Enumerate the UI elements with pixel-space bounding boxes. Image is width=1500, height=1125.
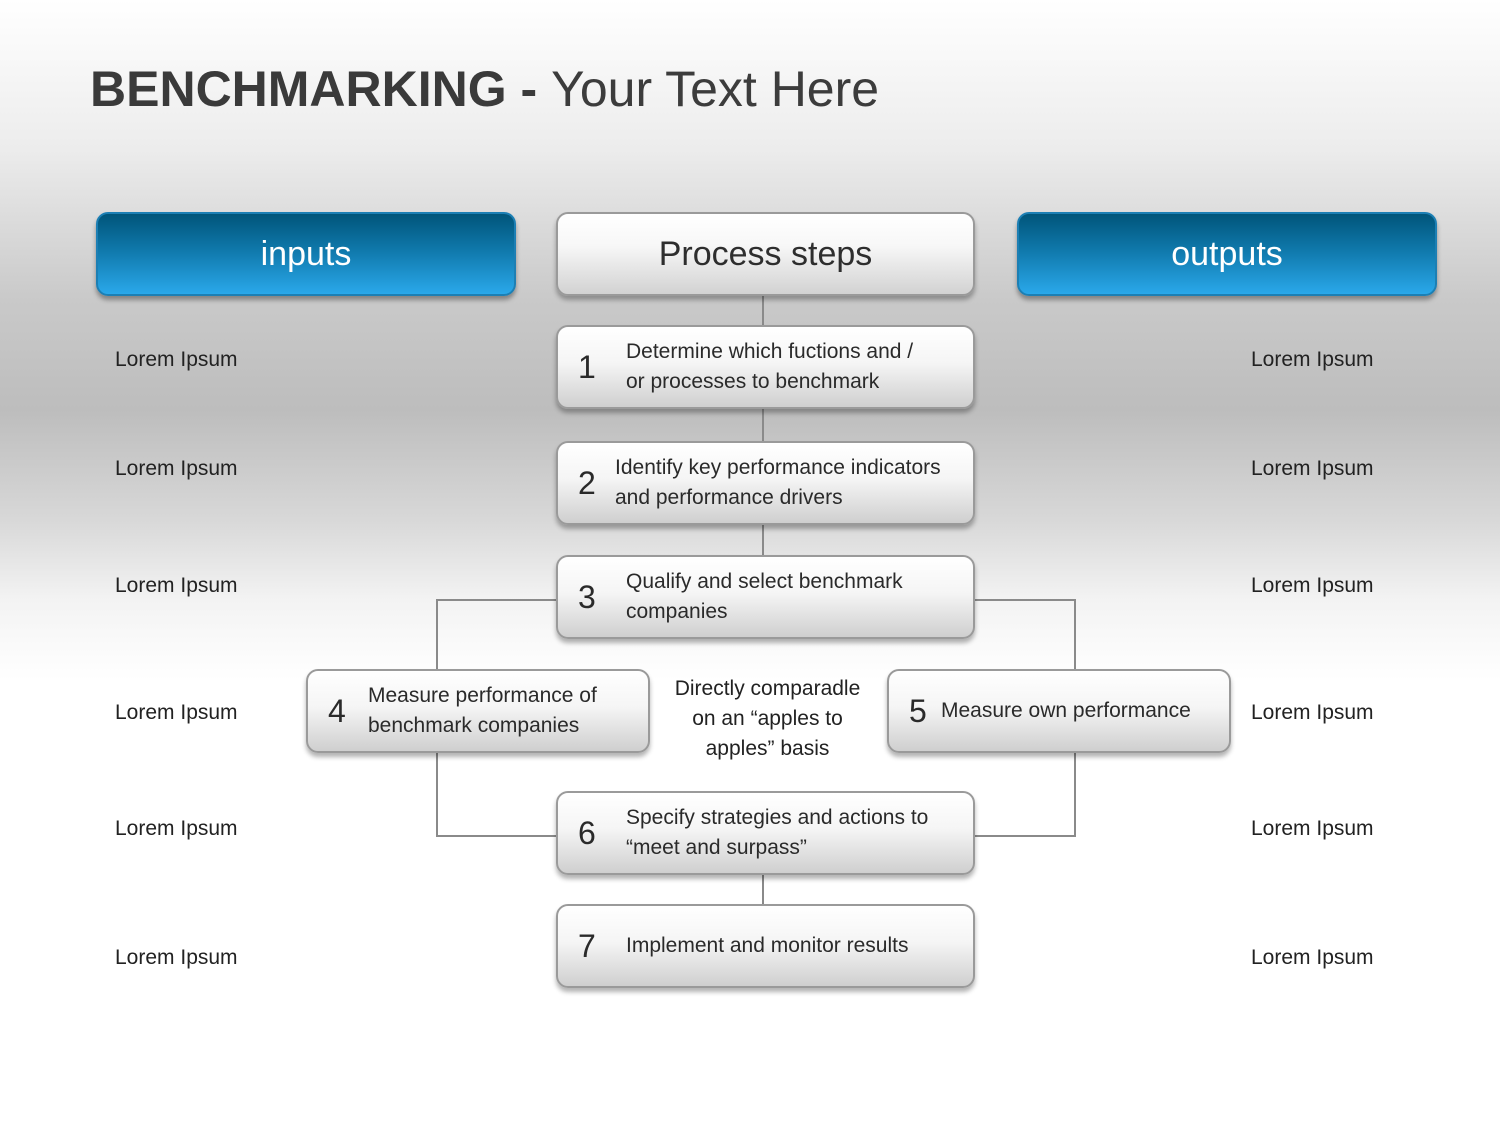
step-1-line-1: Determine which fuctions and / [626, 340, 914, 363]
step-4-line-2: benchmark companies [368, 714, 580, 737]
comparison-note-line-2: on an “apples to [692, 707, 843, 730]
step-6-box: 6 Specify strategies and actions to “mee… [556, 791, 975, 875]
outputs-header-label: outputs [1171, 234, 1283, 273]
inputs-header-label: inputs [260, 234, 352, 273]
step-5-text: Measure own performance [941, 671, 1229, 751]
step-6-text: Specify strategies and actions to “meet … [626, 793, 973, 873]
step-4-number: 4 [328, 693, 346, 729]
step-7-number: 7 [578, 928, 596, 964]
step-1-number: 1 [578, 349, 596, 385]
step-2-line-2: and performance drivers [615, 486, 843, 509]
step-6-line-2: “meet and surpass” [626, 836, 807, 859]
step-7-box: 7 Implement and monitor results [556, 904, 975, 988]
connector-step5-step6 [974, 753, 1076, 837]
step-7-text: Implement and monitor results [626, 906, 973, 986]
step-4-box: 4 Measure performance of benchmark compa… [306, 669, 650, 753]
output-item-1: Lorem Ipsum [1251, 348, 1374, 371]
output-item-5: Lorem Ipsum [1251, 817, 1374, 840]
title-bold: BENCHMARKING [90, 61, 507, 117]
step-2-line-1: Identify key performance indicators [615, 456, 941, 479]
inputs-header: inputs [96, 212, 516, 296]
output-item-4: Lorem Ipsum [1251, 701, 1374, 724]
step-4-text: Measure performance of benchmark compani… [368, 671, 648, 751]
step-6-number: 6 [578, 815, 596, 851]
input-item-1: Lorem Ipsum [115, 348, 238, 371]
output-item-6: Lorem Ipsum [1251, 946, 1374, 969]
step-4-line-1: Measure performance of [368, 684, 597, 707]
step-1-text: Determine which fuctions and / or proces… [626, 327, 973, 407]
outputs-header: outputs [1017, 212, 1437, 296]
input-item-2: Lorem Ipsum [115, 457, 238, 480]
title-rest: Your Text Here [551, 61, 880, 117]
connector-step3-step5 [974, 599, 1076, 669]
comparison-note-line-1: Directly comparadle [674, 677, 861, 700]
step-7-line-1: Implement and monitor results [626, 934, 909, 957]
title-separator: - [506, 61, 552, 117]
step-2-box: 2 Identify key performance indicators an… [556, 441, 975, 525]
input-item-3: Lorem Ipsum [115, 574, 238, 597]
step-3-line-1: Qualify and select benchmark [626, 570, 903, 593]
input-item-4: Lorem Ipsum [115, 701, 238, 724]
output-item-3: Lorem Ipsum [1251, 574, 1374, 597]
step-5-number: 5 [909, 693, 927, 729]
process-steps-header-label: Process steps [658, 234, 873, 273]
step-6-line-1: Specify strategies and actions to [626, 806, 929, 829]
step-3-line-2: companies [626, 600, 728, 623]
input-item-5: Lorem Ipsum [115, 817, 238, 840]
page-title: BENCHMARKING - Your Text Here [90, 60, 879, 118]
step-1-line-2: or processes to benchmark [626, 370, 880, 393]
comparison-note: Directly comparadle on an “apples to app… [655, 674, 880, 764]
comparison-note-line-3: apples” basis [705, 737, 830, 760]
step-3-text: Qualify and select benchmark companies [626, 557, 973, 637]
step-5-box: 5 Measure own performance [887, 669, 1231, 753]
step-2-text: Identify key performance indicators and … [615, 443, 973, 523]
step-3-number: 3 [578, 579, 596, 615]
connector-step4-step6 [436, 753, 557, 837]
input-item-6: Lorem Ipsum [115, 946, 238, 969]
process-steps-header: Process steps [556, 212, 975, 296]
output-item-2: Lorem Ipsum [1251, 457, 1374, 480]
step-1-box: 1 Determine which fuctions and / or proc… [556, 325, 975, 409]
step-3-box: 3 Qualify and select benchmark companies [556, 555, 975, 639]
step-2-number: 2 [578, 465, 596, 501]
step-5-line-1: Measure own performance [941, 699, 1191, 722]
connector-step3-step4 [436, 599, 557, 669]
